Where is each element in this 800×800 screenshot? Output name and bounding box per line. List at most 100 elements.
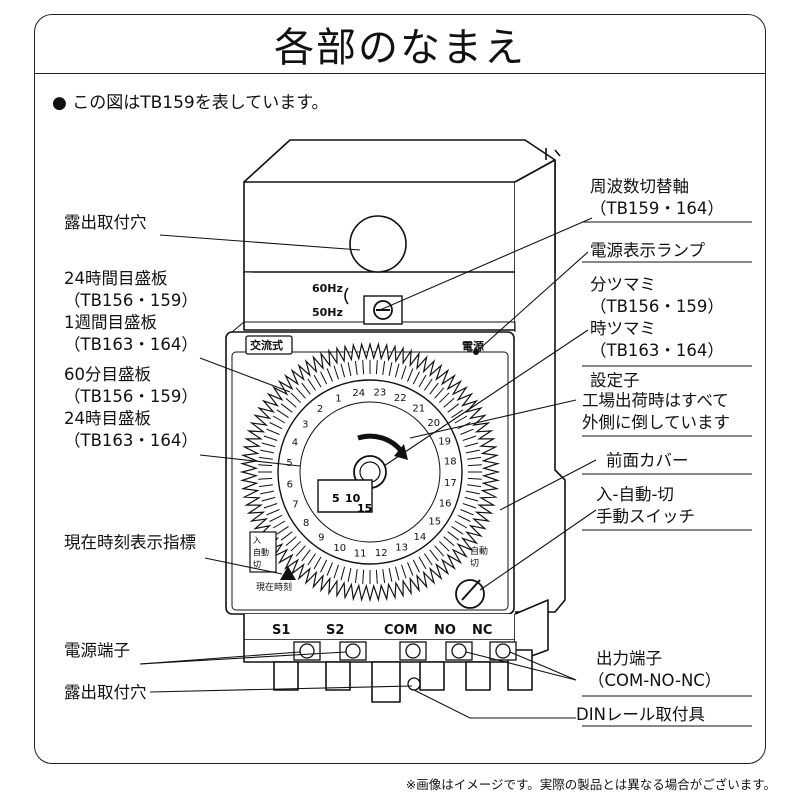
setter-tooth (285, 536, 297, 547)
mount-hole-bottom (407, 677, 421, 691)
leader-output-2 (509, 651, 577, 681)
setter-tooth (451, 409, 464, 419)
setter-tooth (418, 374, 427, 388)
terminal-label-s1: S1 (272, 623, 290, 638)
setter-tooth (467, 464, 482, 467)
setter-tooth (407, 562, 414, 576)
leader-front-cover (499, 459, 597, 511)
setter-tooth (394, 566, 400, 581)
inner-number-5: 5 (332, 492, 340, 505)
leader-setter (409, 399, 577, 439)
setter-tooth (290, 540, 302, 552)
label-freq-switch-1: 周波数切替軸 (590, 177, 689, 196)
setter-tooth (412, 371, 420, 385)
manual-switch (455, 579, 485, 609)
setter-tooth (258, 464, 273, 467)
label-front-cover: 前面カバー (606, 451, 689, 470)
leader-power-lamp (475, 251, 589, 353)
setter-tooth (313, 556, 322, 570)
label-power-terminal: 電源端子 (64, 641, 130, 660)
hour-number: 24 (352, 388, 365, 399)
setter-tooth (258, 484, 273, 488)
hour-number: 1 (335, 393, 341, 404)
leader-manual-switch (479, 509, 597, 591)
setter-tooth (434, 387, 445, 399)
setter-tooth (326, 562, 333, 576)
setter-tooth (401, 365, 407, 380)
setter-tooth (464, 442, 479, 448)
leader-dial-24h (199, 357, 291, 393)
setter-tooth (260, 449, 275, 454)
setter-tooth (429, 382, 439, 395)
setter-tooth (340, 566, 346, 581)
rotation-arrow (357, 433, 404, 454)
setter-tooth (465, 449, 480, 454)
setter-tooth (285, 397, 297, 408)
inner-number-15: 15 (357, 502, 372, 515)
setter-tooth (438, 392, 450, 404)
leader-min-knob (383, 329, 589, 467)
setter-tooth (429, 549, 439, 562)
setter-tooth (301, 382, 311, 395)
setter-tooth (333, 365, 339, 380)
leader-output-1 (465, 651, 577, 681)
setter-tooth (464, 496, 479, 502)
setter-tooth (443, 397, 455, 408)
setter-tooth (467, 484, 482, 488)
hz60-label: 60Hz (312, 282, 343, 295)
hour-number: 12 (375, 548, 388, 559)
setter-tooth (362, 569, 365, 584)
hz50-label: 50Hz (312, 306, 343, 319)
footnote: ※画像はイメージです。実際の製品とは異なる場合がございます。 (405, 777, 776, 792)
hour-number: 7 (292, 500, 298, 511)
power-mark: 電源 (462, 339, 484, 353)
setter-tooth (418, 556, 427, 570)
label-manual-switch-2: 手動スイッチ (596, 507, 695, 526)
setter-tooth (438, 540, 450, 552)
hour-number: 23 (374, 388, 387, 399)
label-dial-60m-1: 60分目盛板 (64, 365, 151, 384)
setter-tooth (382, 569, 386, 584)
setter-tooth (388, 567, 393, 582)
hour-number: 9 (318, 533, 324, 544)
label-hour-knob-2: （TB163・164） (590, 341, 724, 360)
label-hour-knob-1: 時ツマミ (590, 319, 656, 338)
setter-tooth (276, 409, 289, 419)
housing-side (514, 159, 566, 613)
mode-box (249, 531, 277, 573)
setter-tooth (272, 520, 286, 529)
setter-tooth (451, 525, 464, 535)
hour-number: 20 (427, 418, 440, 429)
setter-tooth (462, 503, 477, 509)
label-setter-3: 外側に倒しています (582, 413, 731, 432)
label-dial-week-1: 1週間目盛板 (64, 313, 157, 332)
setter-tooth (261, 496, 276, 502)
setter-tooth (333, 564, 339, 579)
setter-tooth (313, 374, 322, 388)
leader-dial-60m (199, 454, 301, 467)
hour-number: 11 (354, 548, 367, 559)
hour-number: 15 (428, 517, 441, 528)
setter-tooth (412, 559, 420, 573)
setter-tooth (401, 564, 407, 579)
setter-tooth (447, 403, 460, 413)
setter-tooth (394, 363, 400, 378)
label-mount-hole-bottom: 露出取付穴 (64, 683, 147, 702)
hour-number: 16 (439, 498, 452, 509)
hour-number: 4 (292, 438, 298, 449)
label-power-lamp: 電源表示ランプ (590, 241, 706, 260)
hour-number: 19 (438, 436, 451, 447)
label-manual-switch-1: 入-自動-切 (596, 485, 674, 504)
off-mark: 切 (470, 558, 479, 569)
setter-tooth (467, 477, 482, 480)
setter-tooth (307, 378, 317, 391)
mode-box-off: 切 (253, 560, 261, 569)
setter-tooth (465, 490, 480, 495)
terminal-label-s2: S2 (326, 623, 344, 638)
hour-number: 6 (287, 479, 293, 490)
leader-power-terminal-2 (139, 651, 347, 665)
hour-number: 18 (444, 457, 457, 468)
setter-tooth (263, 503, 278, 509)
setter-tooth (258, 456, 273, 460)
